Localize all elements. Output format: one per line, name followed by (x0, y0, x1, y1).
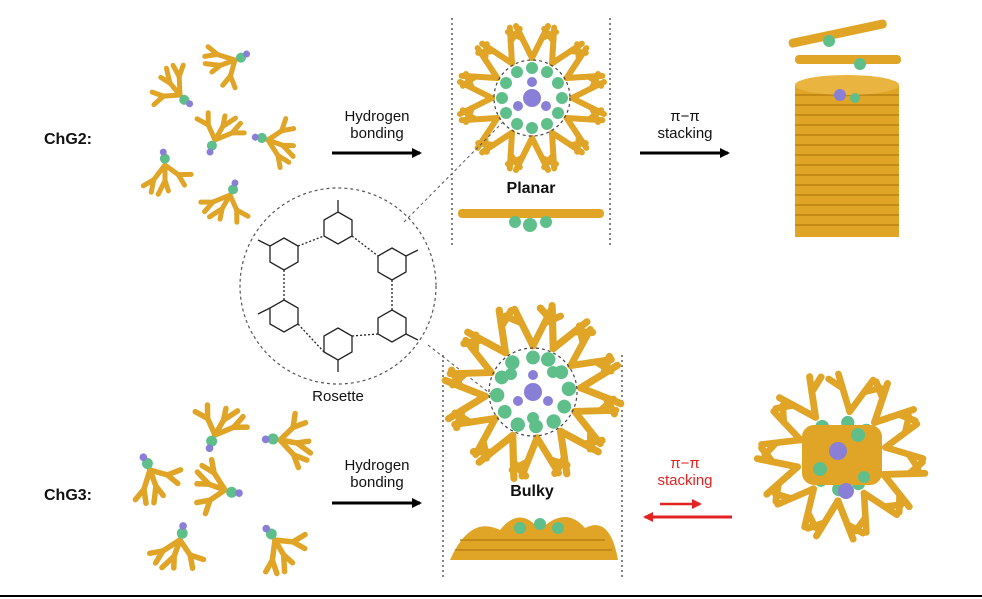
pi-top-line2: stacking (657, 125, 713, 142)
chg3-label: ChG3: (44, 487, 92, 504)
chg2-molecules (133, 32, 305, 227)
bulky-box (443, 302, 622, 578)
hydrogen-bond-structure-icon (239, 119, 506, 396)
bulky-side-view-icon (450, 516, 618, 560)
pi-bottom-line1: π−π (670, 455, 700, 472)
dendron-molecule-icon (250, 117, 305, 173)
dendron-molecule-icon (195, 32, 254, 91)
planar-side-view-icon (458, 209, 604, 232)
dendron-molecule-icon (198, 178, 249, 227)
dendron-molecule-icon (194, 399, 250, 453)
dendron-molecule-icon (249, 520, 309, 581)
dendron-molecule-icon (185, 454, 245, 515)
stacked-column-icon (788, 19, 901, 237)
planar-rosette-icon (458, 24, 607, 173)
chg3-molecules (120, 399, 323, 582)
hb-bottom-line1: Hydrogen (344, 457, 410, 474)
planar-label: Planar (506, 180, 556, 197)
bulky-aggregate-icon (755, 371, 929, 540)
hb-top-line1: Hydrogen (344, 108, 410, 125)
dendron-molecule-icon (144, 520, 205, 580)
hb-bottom-line2: bonding (350, 474, 404, 491)
pi-bottom-line2: stacking (657, 472, 713, 489)
dendron-molecule-icon (196, 107, 247, 156)
planar-box (451, 18, 611, 245)
dendron-molecule-icon (150, 61, 199, 112)
dendron-molecule-icon (120, 449, 185, 514)
hb-top-line2: bonding (350, 125, 404, 142)
pi-top-line1: π−π (670, 108, 700, 125)
bulky-label: Bulky (510, 483, 554, 500)
rosette-label: Rosette (312, 388, 364, 405)
dendron-molecule-icon (133, 145, 194, 206)
dendron-molecule-icon (258, 411, 323, 476)
bulky-rosette-icon (444, 302, 621, 483)
chg2-label: ChG2: (44, 131, 92, 148)
